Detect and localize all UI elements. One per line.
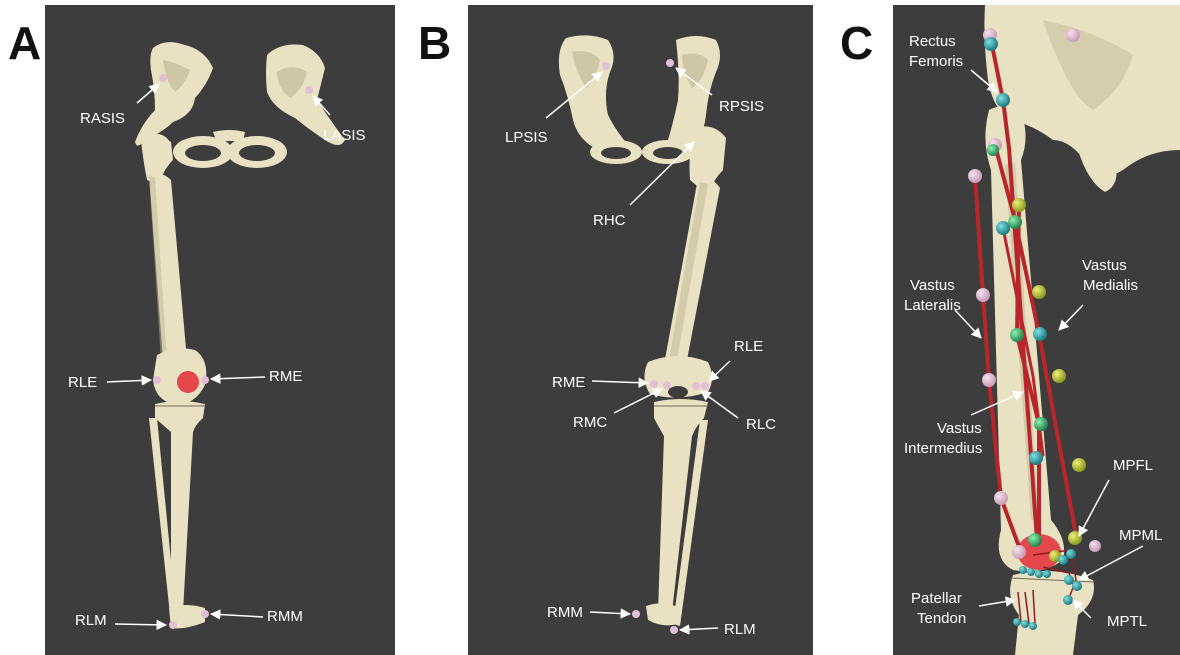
label-lasis: LASIS <box>323 127 366 144</box>
label-vastus-intermedius-1: Vastus <box>937 420 982 437</box>
panel-letter-b: B <box>418 20 451 66</box>
panel-a-background <box>45 5 395 655</box>
marker-rpsis <box>666 59 674 67</box>
label-rle-b: RLE <box>734 338 763 355</box>
label-mpfl: MPFL <box>1113 457 1153 474</box>
label-rpsis: RPSIS <box>719 98 764 115</box>
label-rlm-b: RLM <box>724 621 756 638</box>
label-mpml: MPML <box>1119 527 1162 544</box>
label-rlm-a: RLM <box>75 612 107 629</box>
label-rasis: RASIS <box>80 110 125 127</box>
marker-lasis <box>305 86 313 94</box>
marker-lpsis <box>602 62 610 70</box>
panel-b-back-view: LPSIS RPSIS RHC RME RLE RMC RLC RMM RLM <box>468 0 813 655</box>
label-rlc: RLC <box>746 416 776 433</box>
label-patellar-tendon-1: Patellar <box>911 590 962 607</box>
label-rme-b: RME <box>552 374 585 391</box>
marker-rle-a <box>153 376 161 384</box>
marker-rmm-a <box>201 610 209 618</box>
label-mptl: MPTL <box>1107 613 1147 630</box>
marker-rlc <box>692 382 700 390</box>
panel-letter-a: A <box>8 20 41 66</box>
marker-rmc <box>663 381 671 389</box>
label-vastus-medialis-1: Vastus <box>1082 257 1127 274</box>
label-rme-a: RME <box>269 368 302 385</box>
label-rmc: RMC <box>573 414 607 431</box>
label-rectus-femoris-2: Femoris <box>909 53 963 70</box>
label-rmm-b: RMM <box>547 604 583 621</box>
label-rhc: RHC <box>593 212 626 229</box>
label-vastus-medialis-2: Medialis <box>1083 277 1138 294</box>
label-rle-a: RLE <box>68 374 97 391</box>
panel-c-muscle-model: Rectus Femoris Vastus Lateralis Vastus M… <box>893 0 1180 655</box>
marker-rle-b <box>701 382 709 390</box>
marker-rme-b <box>650 380 658 388</box>
marker-rme-a <box>201 376 209 384</box>
panel-letter-c: C <box>840 20 873 66</box>
marker-rlm-b <box>670 626 678 634</box>
label-patellar-tendon-2: Tendon <box>917 610 966 627</box>
label-lpsis: LPSIS <box>505 129 548 146</box>
marker-rmm-b <box>632 610 640 618</box>
panel-a-front-view: RASIS LASIS RLE RME RLM RMM <box>45 0 395 655</box>
label-vastus-intermedius-2: Intermedius <box>904 440 982 457</box>
patella <box>177 371 199 393</box>
label-vastus-lateralis-1: Vastus <box>910 277 955 294</box>
marker-rlm-a <box>169 621 177 629</box>
label-rmm-a: RMM <box>267 608 303 625</box>
marker-rasis <box>159 74 167 82</box>
label-vastus-lateralis-2: Lateralis <box>904 297 961 314</box>
label-rectus-femoris-1: Rectus <box>909 33 956 50</box>
